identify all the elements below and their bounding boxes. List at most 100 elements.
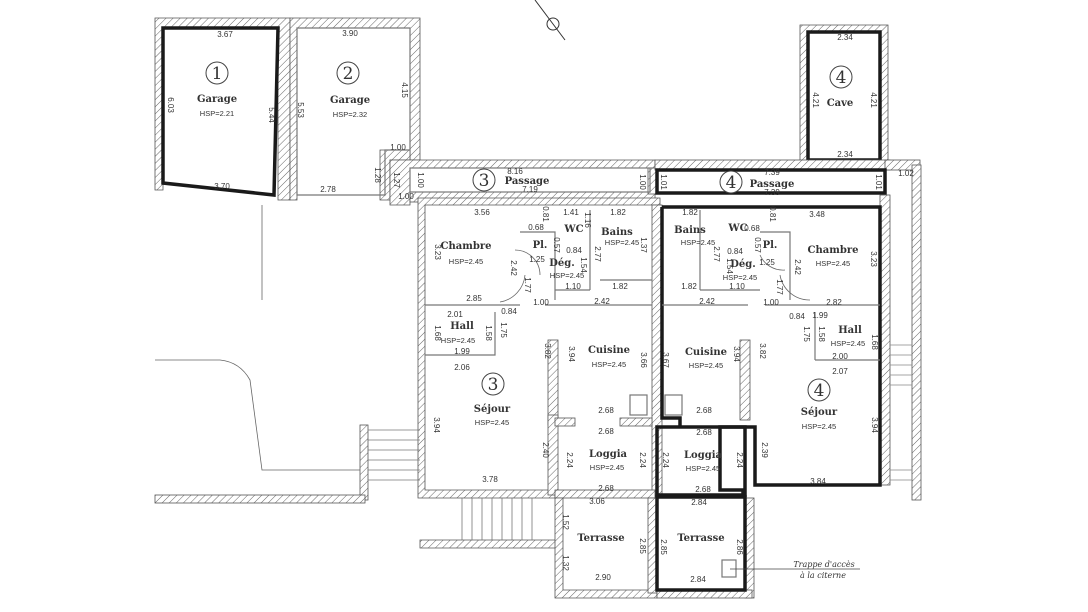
terrasse-3: [419, 497, 658, 599]
terrasse-4: [655, 495, 860, 599]
room-name: Cuisine: [588, 345, 630, 356]
dimension-label: 1.01: [659, 174, 668, 190]
dimension-label: 2.42: [594, 297, 610, 306]
dimension-label: 1.25: [759, 258, 775, 267]
dimension-label: 2.68: [695, 485, 711, 494]
dimension-label: 2.06: [454, 363, 470, 372]
dimension-label: 1.52: [561, 514, 570, 530]
lot-number: 1: [212, 64, 223, 84]
dimension-label: 7.39: [764, 168, 780, 177]
dimension-label: 5.44: [267, 107, 276, 123]
dimension-label: 1.10: [729, 282, 745, 291]
dimension-label: 3.90: [342, 29, 358, 38]
dimension-label: 0.81: [541, 206, 550, 222]
dimension-label: 2.85: [659, 539, 668, 555]
dimension-label: 3.94: [870, 417, 879, 433]
room-height: HSP=2.32: [333, 110, 367, 119]
dimension-label: 2.90: [595, 573, 611, 582]
dimension-label: 2.42: [509, 260, 518, 276]
dimension-label: 1.00: [390, 143, 406, 152]
dimension-label: 5.53: [296, 102, 305, 118]
room-name: Garage: [330, 95, 370, 106]
room-name: Loggia: [589, 449, 627, 460]
room-name: Cave: [827, 98, 854, 109]
dimension-label: 2.86: [735, 539, 744, 555]
dimension-label: 1.54: [725, 258, 734, 274]
dimension-label: 0.84: [727, 247, 743, 256]
room-name: Terrasse: [577, 533, 624, 544]
dimension-label: 2.85: [466, 294, 482, 303]
dimension-label: 3.48: [809, 210, 825, 219]
dimension-label: 2.77: [712, 246, 721, 262]
dimension-label: 4.21: [869, 92, 878, 108]
dimension-label: 1.77: [775, 279, 784, 295]
room-name: Pl.: [763, 240, 778, 251]
dimension-label: 2.84: [691, 498, 707, 507]
dimension-label: 2.24: [661, 452, 670, 468]
dimension-label: 2.24: [638, 452, 647, 468]
dimension-label: 3.23: [869, 251, 878, 267]
dimension-label: 2.42: [793, 259, 802, 275]
lot-number: 3: [488, 375, 499, 395]
dimension-label: 2.85: [638, 538, 647, 554]
dimension-label: 2.68: [598, 484, 614, 493]
room-height: HSP=2.45: [681, 238, 715, 247]
room-height: HSP=2.45: [475, 418, 509, 427]
dimension-label: 1.99: [812, 311, 828, 320]
dimension-label: 3.06: [589, 497, 605, 506]
room-name: WC: [727, 223, 747, 234]
dimension-label: 1.25: [529, 255, 545, 264]
dimension-label: 1.10: [565, 282, 581, 291]
room-name: Passage: [505, 176, 550, 187]
dimension-label: 0.57: [552, 237, 561, 253]
dimension-label: 1.16: [583, 212, 592, 228]
lot-number-circle: [829, 65, 853, 89]
room-height: HSP=2.45: [831, 339, 865, 348]
note-text: Trappe d'accès: [793, 560, 854, 569]
dimension-label: 2.00: [832, 352, 848, 361]
dimension-label: 2.68: [598, 427, 614, 436]
exterior-stairs: [154, 205, 533, 540]
dimension-label: 2.01: [447, 310, 463, 319]
dimension-label: 2.68: [696, 428, 712, 437]
room-name: Hall: [450, 321, 474, 332]
room-name: Dég.: [549, 258, 575, 269]
dimension-label: 3.67: [661, 352, 670, 368]
dimension-label: 2.39: [760, 442, 769, 458]
dimension-label: 1.32: [561, 555, 570, 571]
dimension-label: 0.68: [744, 224, 760, 233]
dimension-label: 1.82: [682, 208, 698, 217]
lot-number: 4: [726, 173, 737, 193]
dimension-label: 2.40: [541, 442, 550, 458]
dimension-label: 2.78: [320, 185, 336, 194]
dimension-label: 0.68: [528, 223, 544, 232]
room-name: Terrasse: [677, 533, 724, 544]
room-name: Pl.: [533, 240, 548, 251]
dimension-label: 4.15: [400, 82, 409, 98]
dimension-label: 3.23: [433, 244, 442, 260]
room-name: Garage: [197, 94, 237, 105]
room-height: HSP=2.45: [605, 238, 639, 247]
lot-number-circle: [472, 168, 496, 192]
room-name: Bains: [601, 227, 633, 238]
dimension-label: 1.00: [416, 172, 425, 188]
lot-number-circle: [336, 61, 360, 85]
room-height: HSP=2.45: [686, 464, 720, 473]
dimension-label: 1.00: [398, 192, 414, 201]
dimension-label: 3.82: [543, 343, 552, 359]
dimension-label: 2.77: [593, 246, 602, 262]
side-stairs: [879, 164, 922, 501]
dimension-label: 1.37: [639, 237, 648, 253]
dimension-label: 1.01: [874, 174, 883, 190]
dimension-label: 3.70: [214, 182, 230, 191]
dimension-label: 0.84: [501, 307, 517, 316]
dimension-label: 3.66: [639, 352, 648, 368]
room-name: Cuisine: [685, 347, 727, 358]
dimension-label: 1.00: [533, 298, 549, 307]
dimension-label: 3.56: [474, 208, 490, 217]
dimension-label: 1.82: [612, 282, 628, 291]
dimension-label: 1.58: [484, 325, 493, 341]
room-height: HSP=2.45: [802, 422, 836, 431]
dimension-label: 2.68: [598, 406, 614, 415]
dimension-label: 1.68: [870, 334, 879, 350]
